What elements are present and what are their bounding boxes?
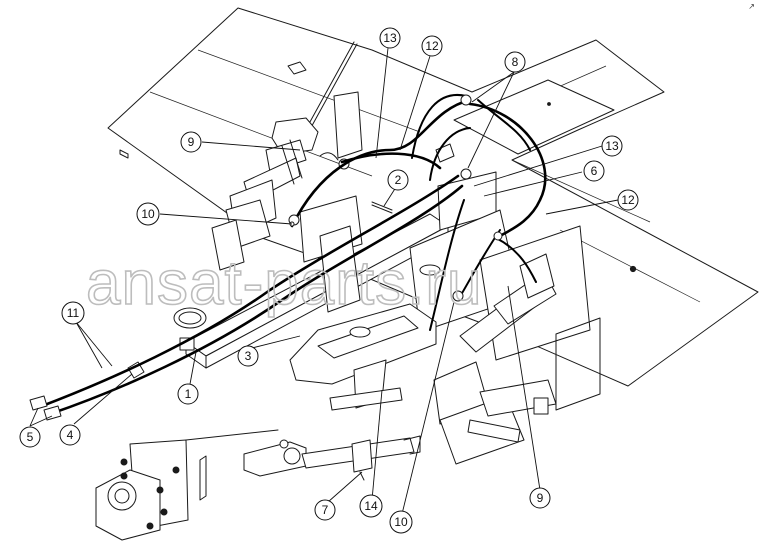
svg-text:13: 13	[605, 139, 619, 153]
svg-text:6: 6	[591, 164, 598, 178]
svg-text:1: 1	[185, 387, 192, 401]
small-parts	[127, 61, 455, 481]
svg-text:9: 9	[188, 135, 195, 149]
svg-text:12: 12	[425, 39, 439, 53]
callout-7: 7	[314, 499, 336, 521]
svg-text:5: 5	[27, 430, 34, 444]
callout-3: 3	[237, 345, 259, 367]
svg-text:7: 7	[322, 503, 329, 517]
svg-text:13: 13	[383, 31, 397, 45]
callout-10: 10	[389, 510, 413, 534]
svg-text:10: 10	[394, 515, 408, 529]
svg-text:11: 11	[67, 306, 80, 320]
callout-10: 10	[136, 202, 160, 226]
callout-5: 5	[19, 426, 41, 448]
callout-1: 1	[177, 383, 199, 405]
svg-text:14: 14	[364, 499, 378, 513]
callout-9: 9	[529, 487, 551, 509]
callout-8: 8	[504, 51, 526, 73]
cylinder-right	[433, 253, 557, 465]
hydraulic-hoses	[29, 94, 547, 421]
callout-12: 12	[617, 189, 639, 211]
corner-mark: ↗	[748, 2, 755, 11]
cylinder-left	[211, 41, 363, 271]
tie-rod	[243, 435, 421, 477]
svg-text:4: 4	[67, 428, 74, 442]
callout-6: 6	[583, 160, 605, 182]
callout-4: 4	[59, 424, 81, 446]
hitch	[95, 429, 279, 541]
callout-9: 9	[180, 131, 202, 153]
coupling-bracket	[289, 264, 441, 411]
svg-text:9: 9	[537, 491, 544, 505]
watermark-text: ansat-parts.ru	[86, 249, 483, 318]
callout-2: 2	[387, 169, 409, 191]
svg-text:8: 8	[512, 55, 519, 69]
callout-13: 13	[601, 135, 623, 157]
svg-text:3: 3	[245, 349, 252, 363]
callout-12: 12	[421, 35, 443, 57]
leader-lines	[29, 47, 619, 515]
callout-11: 11	[61, 301, 85, 325]
svg-text:10: 10	[141, 207, 155, 221]
callout-14: 14	[359, 494, 383, 518]
svg-text:12: 12	[621, 193, 635, 207]
svg-text:2: 2	[395, 173, 402, 187]
callout-13: 13	[379, 27, 401, 49]
